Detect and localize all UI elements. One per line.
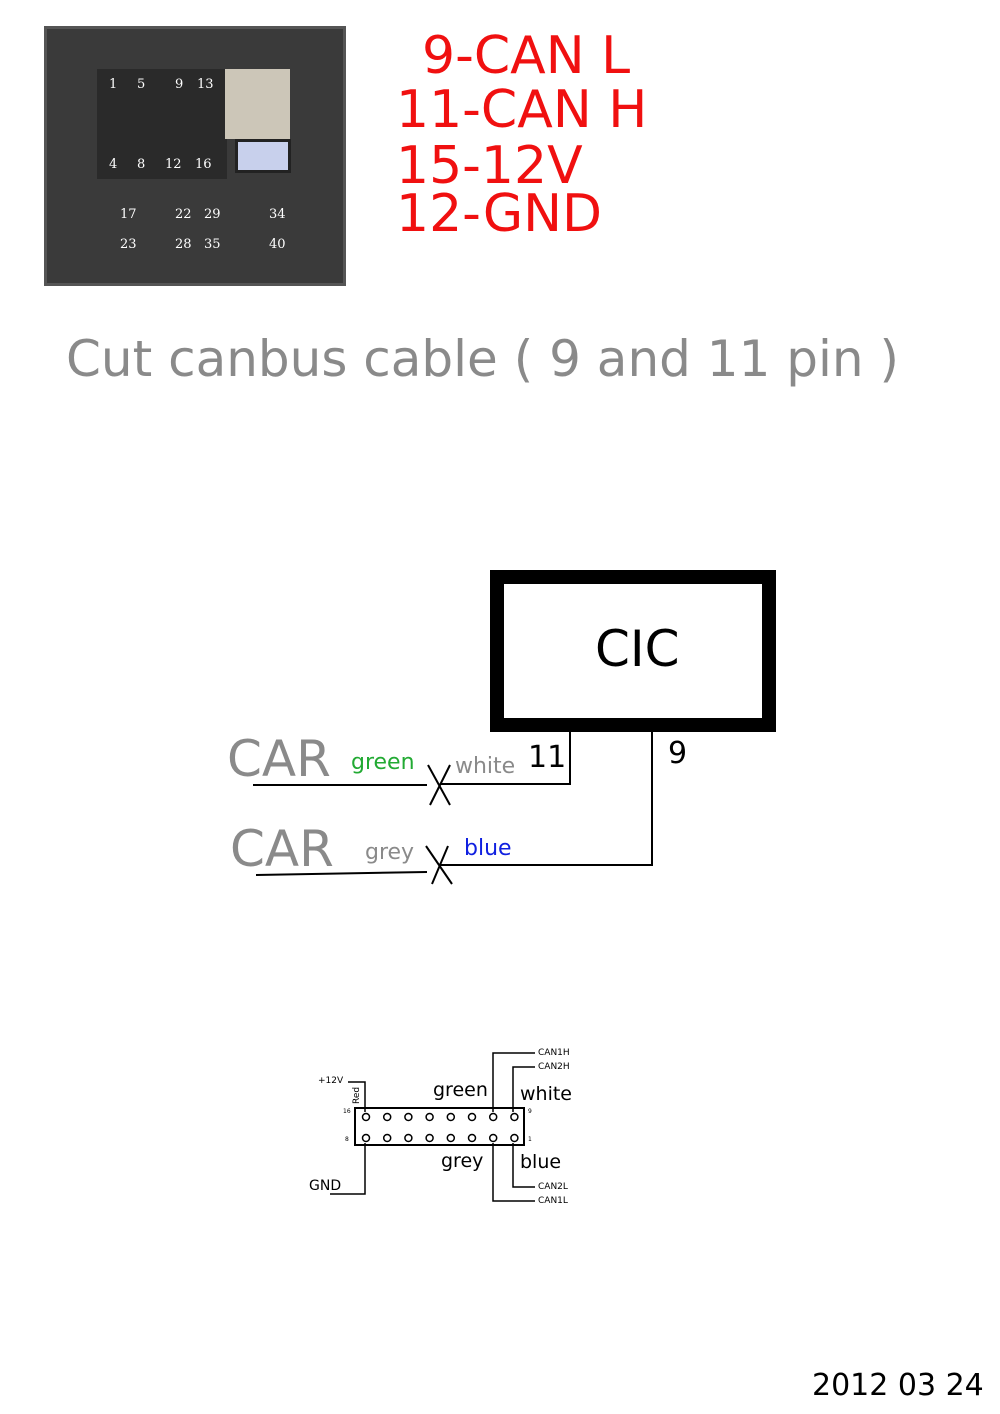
harness-can1h: CAN1H <box>538 1048 570 1058</box>
pin-label: 28 <box>175 237 192 252</box>
pinout-12v: 15-12V <box>396 136 583 196</box>
cic-label: CIC <box>595 620 680 678</box>
harness-12v: +12V <box>318 1076 344 1086</box>
car-label-1: CAR <box>227 730 331 788</box>
pin-block <box>97 69 227 179</box>
harness-pin8: 8 <box>345 1136 349 1143</box>
wire-white-label: white <box>455 754 516 779</box>
harness-pin1: 1 <box>528 1136 532 1143</box>
harness-pin <box>488 1112 498 1122</box>
pinout-gnd: 12-GND <box>396 184 603 244</box>
pin-label: 4 <box>109 157 118 172</box>
harness-pin <box>361 1112 371 1122</box>
pinout-can-h: 11-CAN H <box>396 80 648 140</box>
fakra-socket <box>235 139 291 173</box>
pin-label: 8 <box>137 157 146 172</box>
pin-label: 35 <box>204 237 221 252</box>
pin-label: 40 <box>269 237 286 252</box>
harness-pin <box>467 1133 477 1143</box>
harness-green: green <box>433 1079 488 1101</box>
connector-photo: 1 5 9 13 4 8 12 16 17 22 29 34 23 28 35 … <box>44 26 346 286</box>
harness-pin9: 9 <box>528 1108 532 1115</box>
pin-label: 17 <box>120 207 137 222</box>
harness-blue: blue <box>520 1151 562 1173</box>
harness-pin <box>361 1133 371 1143</box>
pin-label: 13 <box>197 77 214 92</box>
wire-pin11 <box>440 732 571 785</box>
harness-pin <box>446 1133 456 1143</box>
harness-pin <box>382 1112 392 1122</box>
harness-pin <box>404 1133 413 1143</box>
harness-pin <box>425 1133 434 1143</box>
harness-pin <box>510 1112 519 1122</box>
pin-11-label: 11 <box>528 740 567 775</box>
pin-label: 1 <box>109 77 118 92</box>
harness-pin <box>488 1133 498 1143</box>
pin-label: 12 <box>165 157 182 172</box>
harness-lines <box>330 1052 535 1202</box>
harness-can2l: CAN2L <box>538 1182 568 1192</box>
pin-label: 22 <box>175 207 192 222</box>
coax-block <box>225 69 290 139</box>
cut-mark-2 <box>425 845 453 885</box>
pin-label: 29 <box>204 207 221 222</box>
harness-pin <box>404 1112 413 1122</box>
pinout-can-l: 9-CAN L <box>422 26 631 86</box>
harness-red: Red <box>352 1086 362 1104</box>
pin-9-label: 9 <box>668 736 688 771</box>
harness-pin <box>446 1112 456 1122</box>
harness-pin <box>467 1112 477 1122</box>
harness-white: white <box>520 1083 572 1105</box>
harness-pin <box>425 1112 434 1122</box>
wire-blue-label: blue <box>464 836 512 861</box>
pin-label: 16 <box>195 157 212 172</box>
date-label: 2012 03 24 <box>812 1368 984 1403</box>
harness-grey: grey <box>441 1150 484 1172</box>
pin-label: 9 <box>175 77 184 92</box>
pin-label: 23 <box>120 237 137 252</box>
harness-pin16: 16 <box>343 1108 351 1115</box>
harness-can1l: CAN1L <box>538 1196 568 1206</box>
harness-gnd: GND <box>309 1178 342 1194</box>
car-label-2: CAR <box>230 820 334 878</box>
harness-pin <box>510 1133 519 1143</box>
wire-green-label: green <box>351 750 415 775</box>
pin-label: 5 <box>137 77 146 92</box>
wire-car2 <box>255 871 428 876</box>
pin-label: 34 <box>269 207 286 222</box>
wire-grey-label: grey <box>365 840 415 865</box>
harness-can2h: CAN2H <box>538 1062 570 1072</box>
wire-pin9 <box>440 732 653 866</box>
cut-mark-1 <box>427 764 451 806</box>
instruction-title: Cut canbus cable ( 9 and 11 pin ) <box>66 330 900 388</box>
cic-box <box>490 570 776 732</box>
harness-pin <box>382 1133 392 1143</box>
